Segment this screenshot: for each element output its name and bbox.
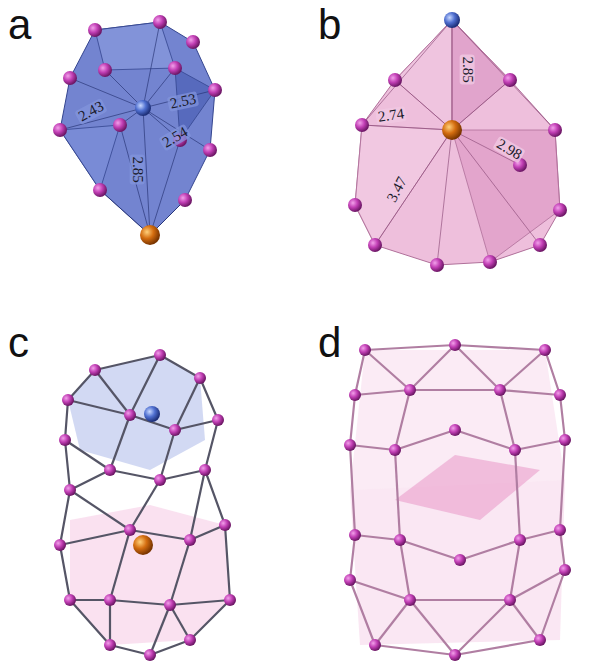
panel-letter: d (318, 322, 341, 364)
distance-label: 2.85 (460, 54, 475, 84)
panel-letter: c (8, 322, 29, 364)
panel-letter: a (8, 4, 31, 46)
distance-label: 2.85 (130, 154, 145, 184)
pink-polyhedron (348, 12, 567, 272)
panel-letter: b (318, 4, 341, 46)
combined-cage (54, 349, 236, 661)
pink-cage (344, 339, 571, 661)
blue-polyhedron (53, 15, 222, 245)
